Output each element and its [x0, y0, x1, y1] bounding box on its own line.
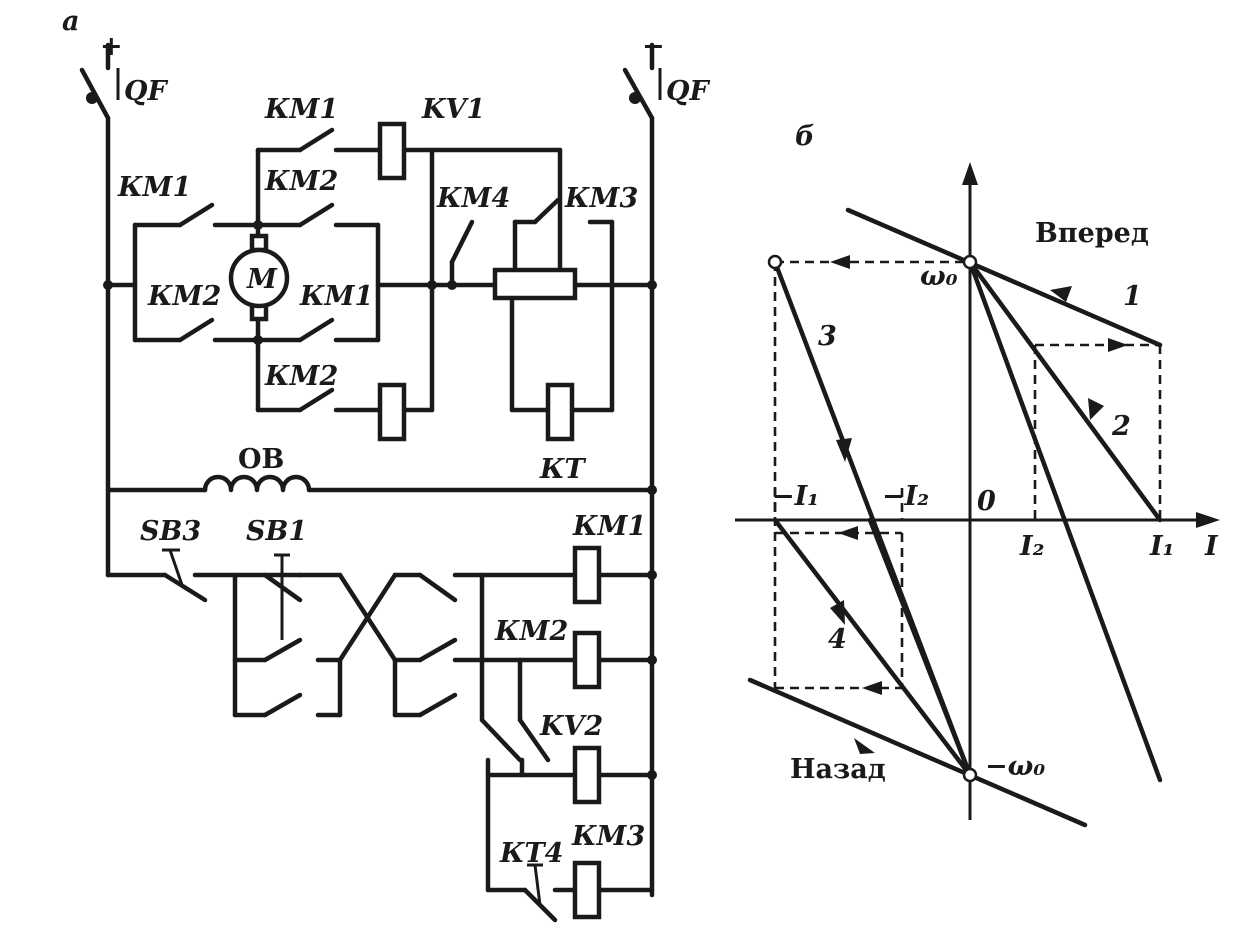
label-km2-top: КМ2 [264, 166, 338, 197]
field-winding [105, 474, 657, 495]
panel-b-letter: б [795, 121, 815, 152]
curve-label-3: 3 [818, 321, 837, 352]
label-sb1: SB1 [246, 516, 307, 547]
kv1-branch [255, 121, 563, 413]
qf-breaker-right: QF [622, 42, 711, 121]
curve-label-1: 1 [1123, 281, 1142, 312]
motor-label: M [246, 264, 278, 295]
kt-coil [545, 382, 575, 442]
omega-axis-arrow [962, 162, 978, 185]
characteristic-reverse [747, 677, 1088, 828]
label-kt4: КТ4 [499, 838, 563, 869]
qf-breaker-left: QF [79, 42, 169, 121]
label-i1: I₁ [1149, 531, 1174, 562]
label-km2-bottom: КМ2 [264, 361, 338, 392]
km3-coil [572, 745, 602, 805]
km1-coil [572, 545, 602, 605]
label-km3-coil: КМ3 [571, 821, 645, 852]
label-neg-omega0: −ω₀ [985, 751, 1045, 782]
label-kv2: KV2 [539, 711, 603, 742]
label-km1-top: КМ1 [264, 94, 338, 125]
km2-coil [572, 630, 602, 690]
label-km1-right: КМ1 [299, 281, 373, 312]
label-omega0: ω₀ [920, 261, 958, 292]
kv2-coil [377, 382, 407, 442]
kv1-coil [377, 121, 407, 181]
control-circuit [105, 545, 657, 923]
kt-resistor [492, 197, 615, 442]
label-zero: 0 [977, 486, 996, 517]
panel-a-letter: а [62, 6, 80, 37]
armature-bridge: M [103, 147, 657, 413]
label-km1-left: КМ1 [117, 172, 191, 203]
label-i-axis: I [1204, 531, 1219, 562]
label-sb3: SB3 [140, 516, 201, 547]
curve-label-4: 4 [828, 624, 847, 655]
qf-label-left: QF [124, 76, 169, 107]
circuit-diagram: а + − QF QF [62, 6, 711, 923]
label-km3-top: КМ3 [564, 183, 638, 214]
label-kv1: KV1 [421, 94, 485, 125]
kt4-coil [572, 860, 602, 920]
characteristic-2 [967, 259, 1163, 523]
label-kt: КТ [539, 454, 587, 485]
label-backward: Назад [790, 754, 886, 785]
characteristic-natural [967, 259, 1163, 783]
characteristics-diagram: б [735, 121, 1220, 828]
label-km2-coil: КМ2 [494, 616, 568, 647]
label-neg-i2: −I₂ [882, 481, 929, 512]
label-km1-coil: КМ1 [572, 511, 646, 542]
curve-label-2: 2 [1111, 411, 1131, 442]
current-axis-arrow [1196, 512, 1220, 528]
label-i2: I₂ [1019, 531, 1044, 562]
label-km2-left: КМ2 [147, 281, 221, 312]
characteristic-4 [772, 517, 973, 778]
qf-label-right: QF [666, 76, 711, 107]
label-neg-i1: −I₁ [772, 481, 819, 512]
label-km4: КМ4 [436, 183, 510, 214]
characteristic-1 [845, 207, 1163, 348]
label-ob: ОВ [238, 444, 284, 475]
label-forward: Вперед [1035, 218, 1149, 249]
motor-icon [228, 247, 290, 309]
plus-terminal: + [100, 31, 123, 62]
